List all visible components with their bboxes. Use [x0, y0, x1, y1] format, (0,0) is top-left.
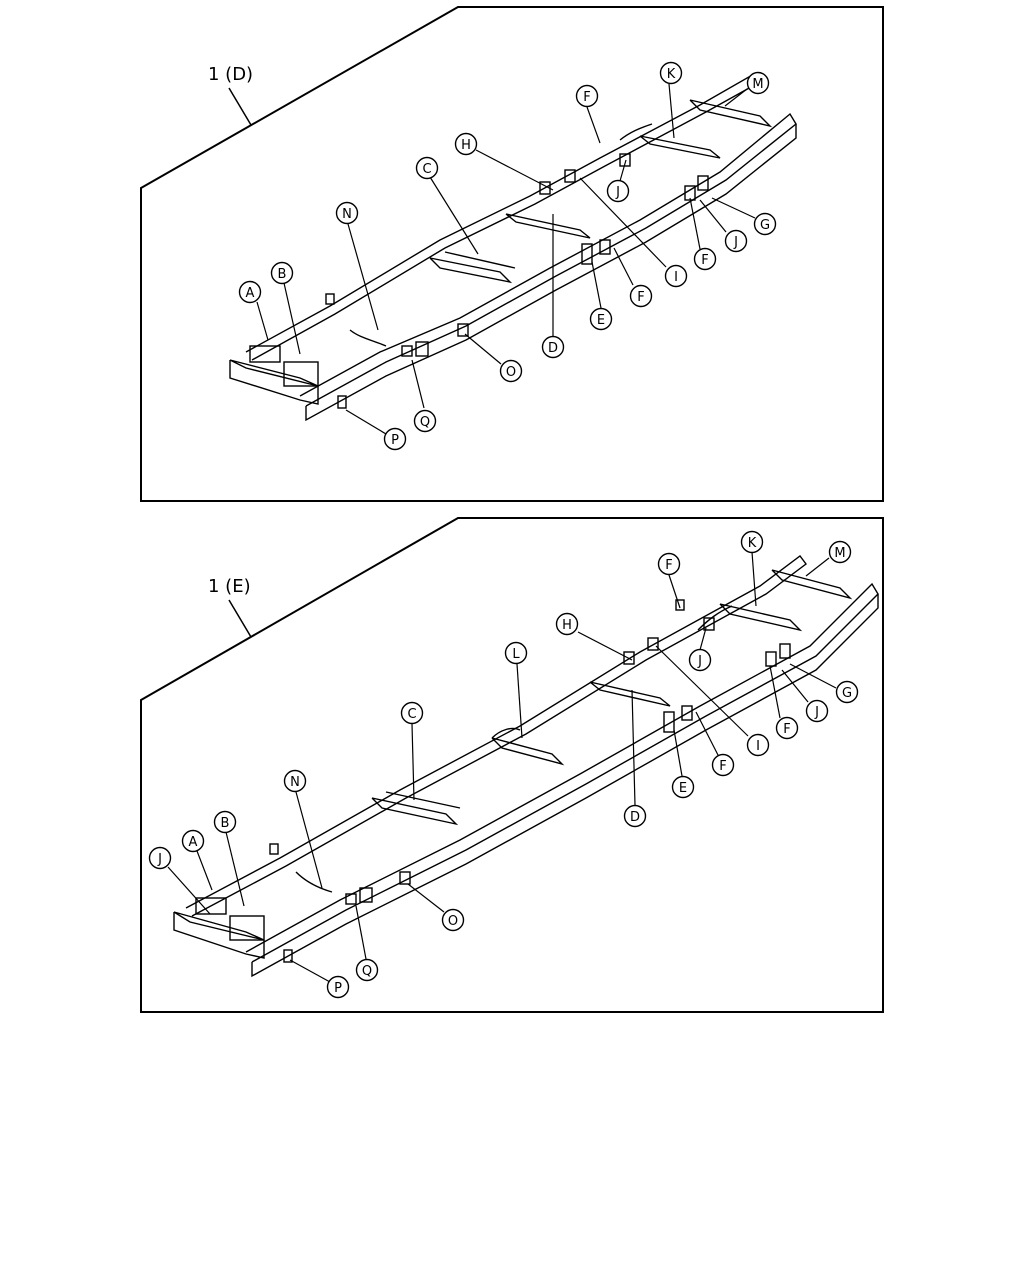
callout-O: O [441, 908, 465, 932]
panel-1e: 1 (E) [140, 517, 884, 1013]
svg-text:G: G [760, 218, 770, 233]
callout-E: E [589, 307, 613, 331]
callout-M: M [746, 71, 770, 95]
callout-C: C [415, 156, 439, 180]
callout-G: G [835, 680, 859, 704]
callout-G: G [753, 212, 777, 236]
svg-text:P: P [334, 981, 342, 996]
callout-F-top: F [575, 84, 599, 108]
title-leader [228, 599, 252, 638]
callout-J-upper: J [606, 179, 630, 203]
callout-J-right: J [724, 229, 748, 253]
svg-text:E: E [679, 781, 687, 796]
callout-A: A [181, 829, 205, 853]
callout-M: M [828, 540, 852, 564]
svg-text:M: M [752, 77, 763, 92]
callout-B: B [213, 810, 237, 834]
panel-title: 1 (E) [208, 576, 251, 597]
panel-1d: 1 (D) [140, 6, 884, 502]
svg-text:Q: Q [420, 415, 430, 430]
svg-text:N: N [342, 207, 352, 222]
callout-I: I [664, 264, 688, 288]
svg-text:N: N [290, 775, 300, 790]
svg-text:F: F [719, 759, 726, 774]
callout-J-left: J [148, 846, 172, 870]
svg-text:P: P [391, 433, 399, 448]
callout-P: P [383, 427, 407, 451]
callout-O: O [499, 359, 523, 383]
svg-text:B: B [278, 267, 287, 282]
panel-border [140, 517, 884, 1013]
callout-F-right: F [775, 716, 799, 740]
callout-H: H [555, 612, 579, 636]
callout-B: B [270, 261, 294, 285]
callout-I: I [746, 733, 770, 757]
svg-text:H: H [461, 138, 471, 153]
callout-P: P [326, 975, 350, 999]
leader-lines [167, 551, 837, 983]
svg-text:K: K [667, 67, 676, 82]
panel-title: 1 (D) [208, 64, 253, 85]
svg-text:A: A [189, 835, 198, 850]
callout-Q: Q [413, 409, 437, 433]
callout-N: N [335, 201, 359, 225]
svg-text:F: F [665, 558, 672, 573]
panel-border [140, 6, 884, 502]
svg-text:O: O [448, 914, 458, 929]
svg-text:I: I [674, 270, 678, 285]
callout-C: C [400, 701, 424, 725]
callout-D: D [541, 335, 565, 359]
svg-text:I: I [756, 739, 760, 754]
svg-text:J: J [157, 852, 162, 867]
svg-text:J: J [697, 654, 702, 669]
chassis-frame-drawing [173, 555, 879, 978]
svg-text:J: J [733, 235, 738, 250]
svg-text:J: J [814, 705, 819, 720]
svg-text:M: M [834, 546, 845, 561]
callout-H: H [454, 132, 478, 156]
svg-text:Q: Q [362, 964, 372, 979]
callout-F-top: F [657, 552, 681, 576]
callout-J-right: J [805, 699, 829, 723]
svg-text:L: L [512, 647, 520, 662]
callout-D: D [623, 804, 647, 828]
callout-K: K [740, 530, 764, 554]
svg-text:A: A [246, 286, 255, 301]
callout-J-upper: J [688, 648, 712, 672]
svg-text:F: F [583, 90, 590, 105]
callout-F-right: F [693, 247, 717, 271]
title-leader [228, 87, 252, 126]
callout-L: L [504, 641, 528, 665]
callout-K: K [659, 61, 683, 85]
callout-F-mid: F [711, 753, 735, 777]
svg-text:F: F [637, 290, 644, 305]
svg-text:H: H [562, 618, 572, 633]
callout-F-mid: F [629, 284, 653, 308]
callout-A: A [238, 280, 262, 304]
callout-E: E [671, 775, 695, 799]
svg-text:D: D [548, 341, 558, 356]
svg-text:C: C [407, 707, 416, 722]
svg-text:G: G [842, 686, 852, 701]
svg-text:B: B [221, 816, 230, 831]
callout-N: N [283, 769, 307, 793]
svg-text:F: F [783, 722, 790, 737]
svg-text:C: C [422, 162, 431, 177]
svg-text:O: O [506, 365, 516, 380]
callout-Q: Q [355, 958, 379, 982]
svg-text:J: J [615, 185, 620, 200]
svg-text:F: F [701, 253, 708, 268]
leader-lines [256, 83, 756, 435]
svg-text:D: D [630, 810, 640, 825]
svg-text:E: E [597, 313, 605, 328]
svg-text:K: K [748, 536, 757, 551]
